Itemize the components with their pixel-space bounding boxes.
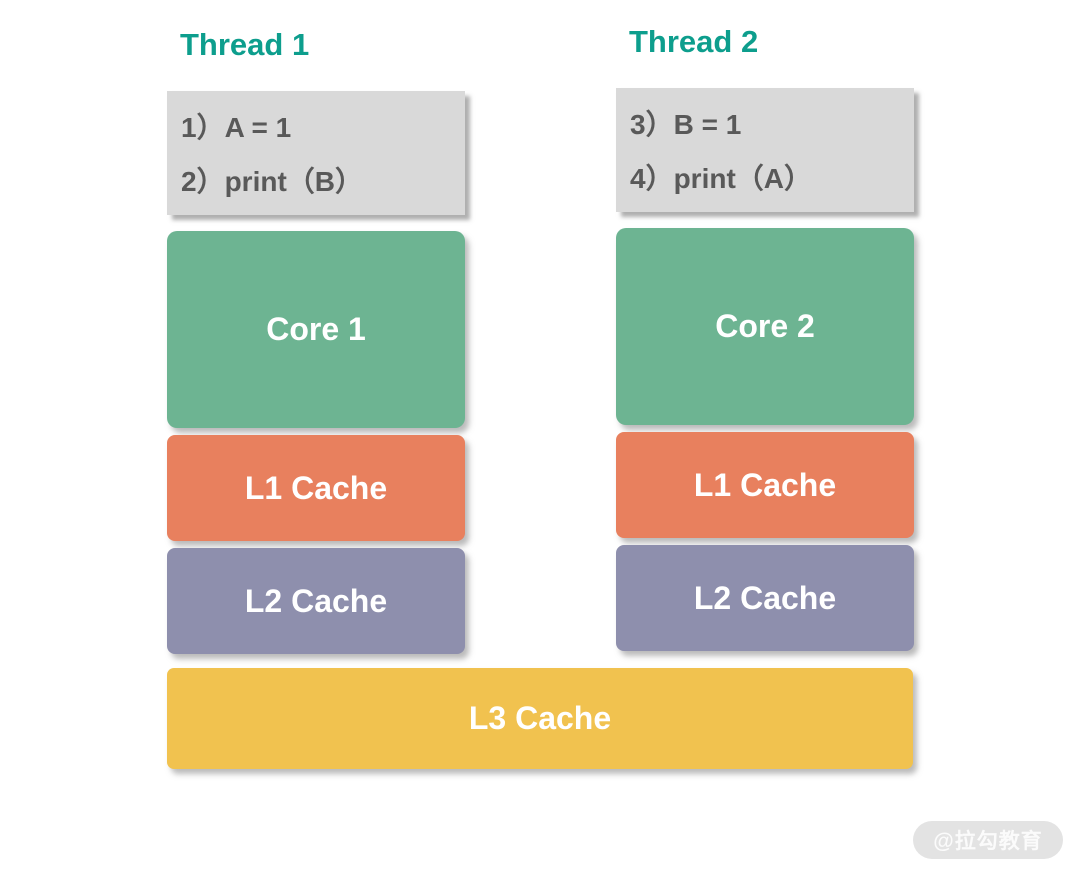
- watermark-badge: @拉勾教育: [913, 821, 1063, 859]
- l1-cache-label-left: L1 Cache: [244, 469, 388, 506]
- core-2-label: Core 2: [715, 308, 815, 344]
- thread-1-code-box: 1）A = 1 2）print（B）: [167, 91, 465, 215]
- code-line-1: 1）A = 1: [181, 111, 292, 143]
- l3-cache-label: L3 Cache: [468, 700, 612, 736]
- core-1-box: Core 1: [167, 231, 465, 428]
- core-1-label: Core 1: [266, 311, 366, 347]
- code-line-3: 3）B = 1: [630, 108, 742, 140]
- l2-cache-label-right: L2 Cache: [693, 579, 837, 616]
- thread-1-title: Thread 1: [180, 27, 310, 62]
- l2-cache-box-left: L2 Cache: [167, 548, 465, 654]
- thread-2-title: Thread 2: [629, 24, 759, 59]
- l2-cache-label-left: L2 Cache: [244, 582, 388, 619]
- code-line-2: 2）print（B）: [181, 166, 364, 198]
- thread-2-code-box: 3）B = 1 4）print（A）: [616, 88, 914, 212]
- l1-cache-label-right: L1 Cache: [693, 466, 837, 503]
- core-2-box: Core 2: [616, 228, 914, 425]
- thread-2-column: Thread 2 3）B = 1 4）print（A） Core 2 L1 Ca…: [616, 0, 914, 651]
- l1-cache-box-right: L1 Cache: [616, 432, 914, 538]
- thread-1-column: Thread 1 1）A = 1 2）print（B） Core 1 L1 Ca…: [167, 3, 465, 654]
- code-line-4: 4）print（A）: [630, 163, 813, 195]
- l3-cache-box: L3 Cache: [167, 668, 913, 769]
- watermark-text: @拉勾教育: [933, 830, 1043, 853]
- l2-cache-box-right: L2 Cache: [616, 545, 914, 651]
- l1-cache-box-left: L1 Cache: [167, 435, 465, 541]
